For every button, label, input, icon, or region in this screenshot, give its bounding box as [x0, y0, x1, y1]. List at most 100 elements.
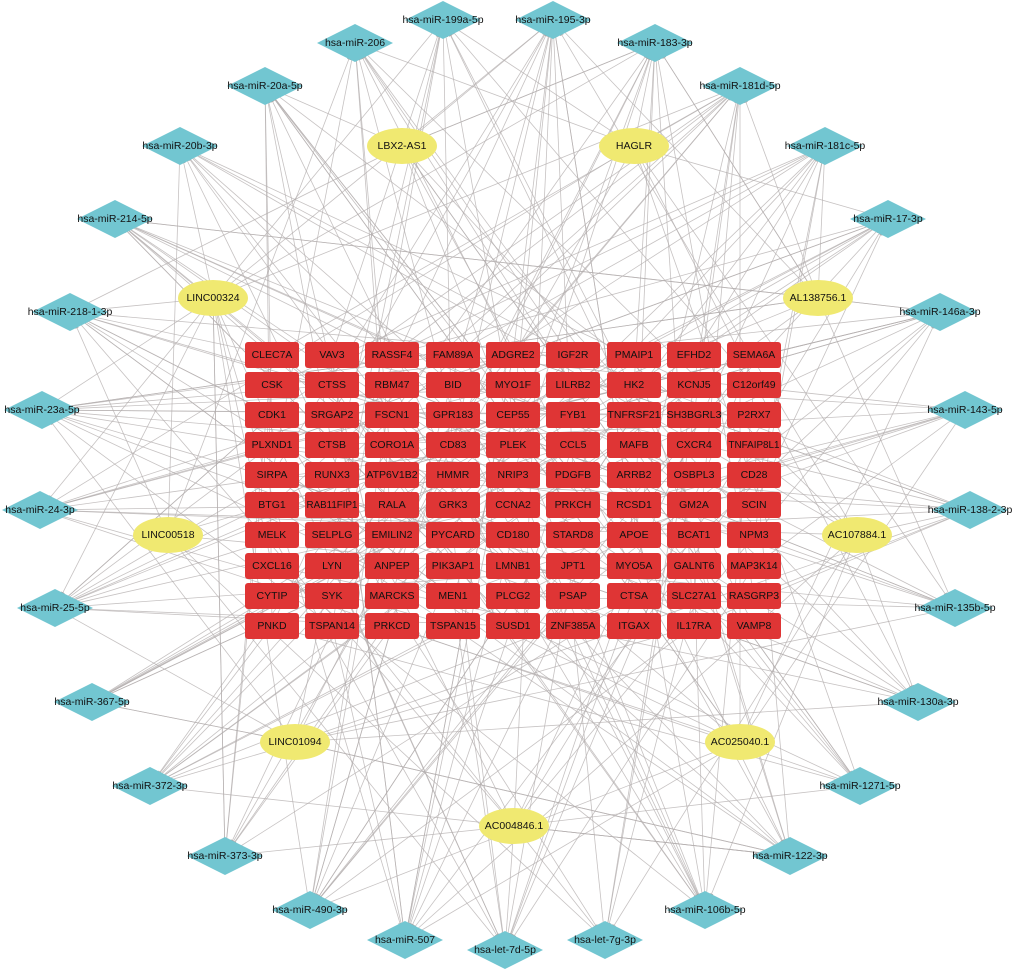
gene-node[interactable]: RCSD1 — [607, 492, 661, 518]
gene-node[interactable]: SH3BGRL3 — [667, 402, 722, 428]
gene-node[interactable]: TSPAN15 — [426, 613, 480, 639]
mirna-node[interactable]: hsa-miR-206 — [317, 24, 393, 62]
lncrna-node[interactable]: LBX2-AS1 — [367, 128, 437, 164]
gene-node[interactable]: RBM47 — [365, 372, 419, 398]
gene-node[interactable]: CD28 — [727, 462, 781, 488]
mirna-node[interactable]: hsa-miR-17-3p — [850, 200, 926, 238]
gene-node[interactable]: PIK3AP1 — [426, 553, 480, 579]
gene-node[interactable]: IGF2R — [546, 342, 600, 368]
gene-node[interactable]: LYN — [305, 553, 359, 579]
gene-node[interactable]: GM2A — [667, 492, 721, 518]
gene-node[interactable]: CCL5 — [546, 432, 600, 458]
gene-node[interactable]: MEN1 — [426, 583, 480, 609]
mirna-node[interactable]: hsa-miR-106b-5p — [664, 891, 746, 929]
mirna-node[interactable]: hsa-miR-143-5p — [927, 391, 1003, 429]
gene-node[interactable]: PLXND1 — [245, 432, 299, 458]
gene-node[interactable]: PRKCH — [546, 492, 600, 518]
gene-node[interactable]: CXCR4 — [667, 432, 721, 458]
gene-node[interactable]: MAFB — [607, 432, 661, 458]
gene-node[interactable]: KCNJ5 — [667, 372, 721, 398]
gene-node[interactable]: CDK1 — [245, 402, 299, 428]
gene-node[interactable]: CSK — [245, 372, 299, 398]
mirna-node[interactable]: hsa-miR-25-5p — [17, 589, 93, 627]
gene-node[interactable]: P2RX7 — [727, 402, 781, 428]
gene-node[interactable]: RASGRP3 — [727, 583, 781, 609]
gene-node[interactable]: BCAT1 — [667, 522, 721, 548]
gene-node[interactable]: ATP6V1B2 — [365, 462, 419, 488]
gene-node[interactable]: EMILIN2 — [365, 522, 419, 548]
mirna-node[interactable]: hsa-miR-1271-5p — [819, 767, 901, 805]
gene-node[interactable]: NPM3 — [727, 522, 781, 548]
gene-node[interactable]: CEP55 — [486, 402, 540, 428]
gene-node[interactable]: FAM89A — [426, 342, 480, 368]
gene-node[interactable]: SRGAP2 — [305, 402, 359, 428]
mirna-node[interactable]: hsa-miR-373-3p — [187, 837, 263, 875]
lncrna-node[interactable]: AL138756.1 — [783, 280, 853, 316]
gene-node[interactable]: GPR183 — [426, 402, 480, 428]
gene-node[interactable]: C12orf49 — [727, 372, 781, 398]
gene-node[interactable]: MYO1F — [486, 372, 540, 398]
lncrna-node[interactable]: HAGLR — [599, 128, 669, 164]
lncrna-node[interactable]: LINC00324 — [178, 280, 248, 316]
gene-node[interactable]: PNKD — [245, 613, 299, 639]
mirna-node[interactable]: hsa-miR-181d-5p — [699, 67, 781, 105]
gene-node[interactable]: SELPLG — [305, 522, 359, 548]
mirna-node[interactable]: hsa-miR-490-3p — [272, 891, 348, 929]
mirna-node[interactable]: hsa-miR-181c-5p — [785, 127, 866, 165]
gene-node[interactable]: ITGAX — [607, 613, 661, 639]
gene-node[interactable]: FYB1 — [546, 402, 600, 428]
gene-node[interactable]: ADGRE2 — [486, 342, 540, 368]
gene-node[interactable]: JPT1 — [546, 553, 600, 579]
mirna-node[interactable]: hsa-miR-130a-3p — [877, 683, 959, 721]
gene-node[interactable]: RASSF4 — [365, 342, 419, 368]
gene-node[interactable]: NRIP3 — [486, 462, 540, 488]
mirna-node[interactable]: hsa-miR-20a-5p — [227, 67, 303, 105]
gene-node[interactable]: CD180 — [486, 522, 540, 548]
mirna-node[interactable]: hsa-miR-372-3p — [112, 767, 188, 805]
gene-node[interactable]: PLCG2 — [486, 583, 540, 609]
mirna-node[interactable]: hsa-let-7d-5p — [467, 931, 543, 969]
gene-node[interactable]: BID — [426, 372, 480, 398]
gene-node[interactable]: TSPAN14 — [305, 613, 359, 639]
mirna-node[interactable]: hsa-miR-135b-5p — [914, 589, 996, 627]
gene-node[interactable]: MAP3K14 — [727, 553, 781, 579]
gene-node[interactable]: TNFRSF21 — [607, 402, 661, 428]
gene-node[interactable]: STARD8 — [546, 522, 600, 548]
gene-node[interactable]: CXCL16 — [245, 553, 299, 579]
mirna-node[interactable]: hsa-miR-183-3p — [617, 24, 693, 62]
mirna-node[interactable]: hsa-miR-23a-5p — [4, 391, 80, 429]
mirna-node[interactable]: hsa-miR-218-1-3p — [28, 293, 113, 331]
gene-node[interactable]: SUSD1 — [486, 613, 540, 639]
gene-node[interactable]: GRK3 — [426, 492, 480, 518]
gene-node[interactable]: ANPEP — [365, 553, 419, 579]
gene-node[interactable]: VAV3 — [305, 342, 359, 368]
gene-node[interactable]: IL17RA — [667, 613, 721, 639]
mirna-node[interactable]: hsa-miR-138-2-3p — [928, 491, 1013, 529]
gene-node[interactable]: RUNX3 — [305, 462, 359, 488]
gene-node[interactable]: PRKCD — [365, 613, 419, 639]
gene-node[interactable]: PSAP — [546, 583, 600, 609]
gene-node[interactable]: LMNB1 — [486, 553, 540, 579]
gene-node[interactable]: ZNF385A — [546, 613, 600, 639]
gene-node[interactable]: FSCN1 — [365, 402, 419, 428]
gene-node[interactable]: APOE — [607, 522, 661, 548]
gene-node[interactable]: CLEC7A — [245, 342, 299, 368]
gene-node[interactable]: CTSS — [305, 372, 359, 398]
lncrna-node[interactable]: AC025040.1 — [705, 724, 775, 760]
gene-node[interactable]: MELK — [245, 522, 299, 548]
gene-node[interactable]: RALA — [365, 492, 419, 518]
gene-node[interactable]: SYK — [305, 583, 359, 609]
gene-node[interactable]: PYCARD — [426, 522, 480, 548]
gene-node[interactable]: PMAIP1 — [607, 342, 661, 368]
gene-node[interactable]: LILRB2 — [546, 372, 600, 398]
gene-node[interactable]: SLC27A1 — [667, 583, 721, 609]
mirna-node[interactable]: hsa-miR-20b-3p — [142, 127, 218, 165]
gene-node[interactable]: EFHD2 — [667, 342, 721, 368]
gene-node[interactable]: TNFAIP8L1 — [727, 432, 781, 458]
gene-node[interactable]: CYTIP — [245, 583, 299, 609]
mirna-node[interactable]: hsa-let-7g-3p — [567, 921, 643, 959]
gene-node[interactable]: ARRB2 — [607, 462, 661, 488]
gene-node[interactable]: CTSB — [305, 432, 359, 458]
mirna-node[interactable]: hsa-miR-214-5p — [77, 200, 153, 238]
gene-node[interactable]: PDGFB — [546, 462, 600, 488]
